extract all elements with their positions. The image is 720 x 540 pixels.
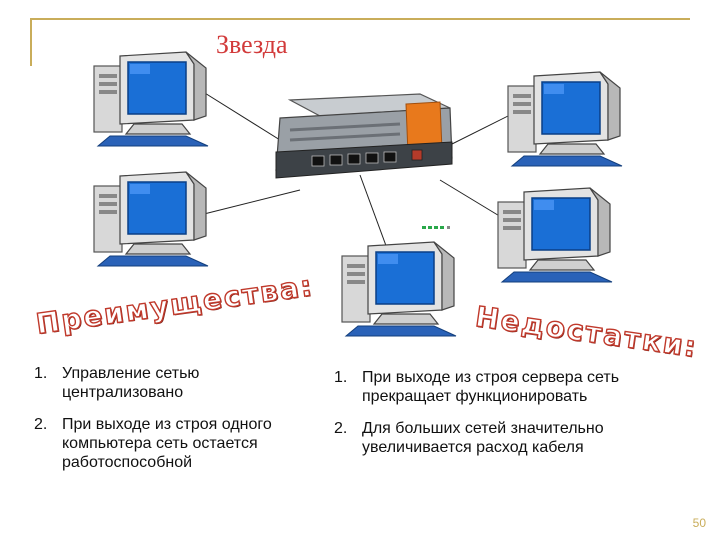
cable-middle-left: [199, 189, 301, 216]
computer-bottom-center-icon: [341, 241, 457, 337]
list-item-text: При выходе из строя одного компьютера се…: [62, 416, 272, 471]
computer-middle-right-icon: [497, 187, 613, 283]
computer-top-left-icon: [93, 51, 209, 147]
computer-middle-left-icon: [93, 171, 209, 267]
list-item-number: 1.: [334, 369, 348, 386]
list-item-number: 2.: [334, 420, 348, 437]
frame-top-line: [30, 18, 690, 20]
list-item-text: Управление сетью централизовано: [62, 365, 200, 401]
advantages-list: 1. Управление сетью централизовано 2. Пр…: [34, 364, 274, 485]
frame-left-line: [30, 18, 32, 66]
list-item-text: При выходе из строя сервера сеть прекращ…: [362, 369, 620, 405]
list-item: 2. При выходе из строя одного компьютера…: [34, 415, 274, 472]
disadvantages-list: 1. При выходе из строя сервера сеть прек…: [334, 368, 694, 470]
list-item-text: Для больших сетей значительно увеличивае…: [362, 420, 604, 456]
page-number: 50: [692, 516, 706, 530]
network-switch-icon: [275, 93, 453, 179]
list-item: 1. При выходе из строя сервера сеть прек…: [334, 368, 694, 406]
list-item-number: 1.: [34, 365, 48, 382]
list-item: 1. Управление сетью централизовано: [34, 364, 274, 402]
status-leds-icon: [422, 226, 450, 229]
list-item-number: 2.: [34, 416, 48, 433]
slide-title: Звезда: [216, 30, 288, 59]
computer-top-right-icon: [507, 71, 623, 167]
list-item: 2. Для больших сетей значительно увеличи…: [334, 419, 694, 457]
cable-middle-right: [439, 179, 507, 221]
